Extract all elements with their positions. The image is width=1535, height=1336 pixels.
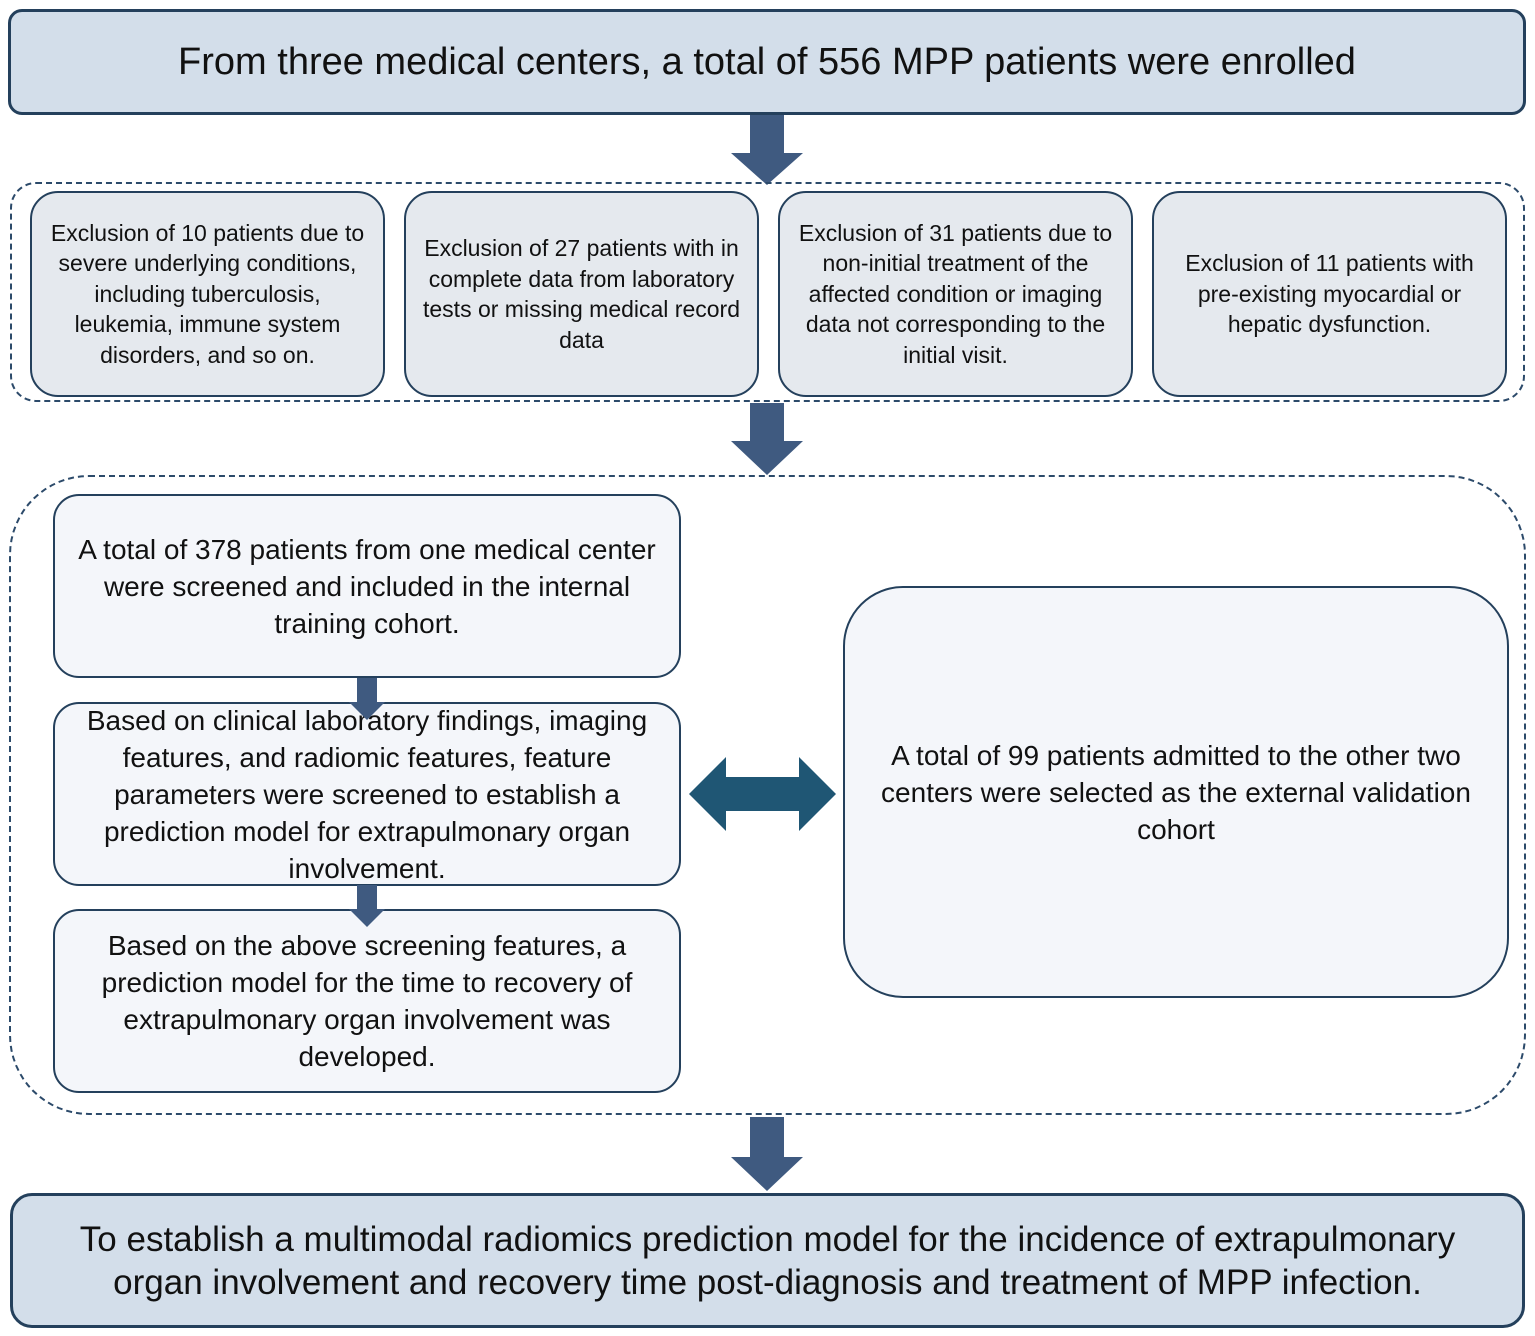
external-validation-box: A total of 99 patients admitted to the o… xyxy=(843,586,1509,998)
double-arrow-shape xyxy=(689,757,836,831)
exclusion-box-3: Exclusion of 31 patients due to non-init… xyxy=(778,191,1133,397)
down-arrow-1-shape xyxy=(731,115,803,185)
exclusion-text-2: Exclusion of 27 patients with in complet… xyxy=(423,235,740,353)
down-arrow-small-1 xyxy=(349,678,385,720)
exclusion-box-4: Exclusion of 11 patients with pre-existi… xyxy=(1152,191,1507,397)
exclusion-text-3: Exclusion of 31 patients due to non-init… xyxy=(798,219,1113,368)
exclusion-text-1: Exclusion of 10 patients due to severe u… xyxy=(50,219,365,368)
exclusion-text-4: Exclusion of 11 patients with pre-existi… xyxy=(1185,250,1474,338)
recovery-model-box: Based on the above screening features, a… xyxy=(53,909,681,1093)
exclusion-box-2: Exclusion of 27 patients with in complet… xyxy=(404,191,759,397)
down-arrow-small-1-shape xyxy=(349,678,385,720)
enrollment-text: From three medical centers, a total of 5… xyxy=(178,40,1356,83)
feature-screening-box: Based on clinical laboratory findings, i… xyxy=(53,702,681,886)
down-arrow-1 xyxy=(731,115,803,185)
double-arrow xyxy=(689,757,836,831)
objective-box: To establish a multimodal radiomics pred… xyxy=(10,1193,1525,1328)
down-arrow-small-2 xyxy=(349,885,385,927)
external-validation-text: A total of 99 patients admitted to the o… xyxy=(881,739,1471,845)
training-cohort-box: A total of 378 patients from one medical… xyxy=(53,494,681,678)
recovery-model-text: Based on the above screening features, a… xyxy=(101,930,633,1072)
down-arrow-3 xyxy=(731,1117,803,1191)
cohort-group xyxy=(9,475,1526,1115)
down-arrow-small-2-shape xyxy=(349,885,385,927)
feature-screening-text: Based on clinical laboratory findings, i… xyxy=(86,704,648,884)
down-arrow-2 xyxy=(731,403,803,475)
training-cohort-text: A total of 378 patients from one medical… xyxy=(78,533,656,639)
objective-text: To establish a multimodal radiomics pred… xyxy=(79,1219,1456,1302)
exclusion-group xyxy=(10,182,1525,402)
enrollment-box: From three medical centers, a total of 5… xyxy=(8,9,1526,115)
down-arrow-3-shape xyxy=(731,1117,803,1191)
down-arrow-2-shape xyxy=(731,403,803,475)
exclusion-box-1: Exclusion of 10 patients due to severe u… xyxy=(30,191,385,397)
